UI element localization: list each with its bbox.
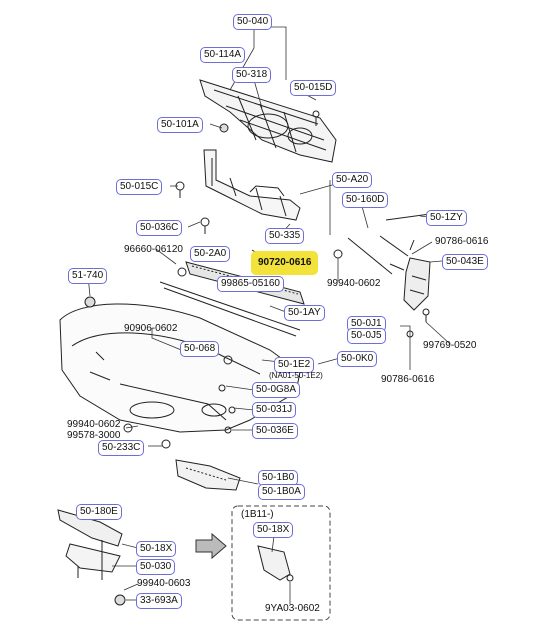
part-label-50-160d[interactable]: 50-160D — [342, 192, 389, 208]
part-label-50-030[interactable]: 50-030 — [136, 559, 176, 575]
part-label-50-114a[interactable]: 50-114A — [200, 47, 246, 63]
part-label-33-693a[interactable]: 33-693A — [136, 593, 182, 609]
part-label-50-0j5[interactable]: 50-0J5 — [347, 328, 386, 344]
part-label-50-040[interactable]: 50-040 — [233, 14, 273, 30]
part-label-99769-0520[interactable]: 99769-0520 — [423, 340, 477, 351]
bumper-bracket-drawing — [203, 149, 301, 221]
part-label-96660-06120[interactable]: 96660-06120 — [124, 244, 183, 255]
part-label-9ya03-0602[interactable]: 9YA03-0602 — [265, 603, 320, 614]
arrow-right-icon — [195, 532, 227, 560]
part-label-50-318[interactable]: 50-318 — [232, 67, 272, 83]
side-bracket-drawing — [389, 239, 431, 311]
part-label-50-036e[interactable]: 50-036E — [252, 423, 298, 439]
part-label-50-233c[interactable]: 50-233C — [98, 440, 145, 456]
part-label-50-180e[interactable]: 50-180E — [76, 504, 122, 520]
part-label-50-0k0[interactable]: 50-0K0 — [337, 351, 378, 367]
part-label-99940-0602-lower[interactable]: 99940-0602 — [67, 419, 121, 430]
part-label-90786-0616-upper[interactable]: 90786-0616 — [435, 236, 489, 247]
license-bracket-drawing — [175, 459, 241, 491]
part-label-90786-0616-lower[interactable]: 90786-0616 — [381, 374, 435, 385]
part-label-50-068[interactable]: 50-068 — [180, 341, 220, 357]
support-rods-drawing — [251, 213, 431, 275]
part-label-50-0g8a[interactable]: 50-0G8A — [252, 382, 301, 398]
part-label-99940-0603[interactable]: 99940-0603 — [137, 578, 191, 589]
part-label-50-015c[interactable]: 50-015C — [116, 179, 163, 195]
part-label-50-2a0[interactable]: 50-2A0 — [190, 246, 231, 262]
part-label-50-1b0a[interactable]: 50-1B0A — [258, 484, 305, 500]
bumper-reinforcement-drawing — [199, 79, 337, 163]
part-label-99940-0602-upper[interactable]: 99940-0602 — [327, 278, 381, 289]
tow-bracket-drawing — [57, 509, 123, 580]
part-label-50-a20[interactable]: 50-A20 — [332, 172, 373, 188]
part-label-50-1ay[interactable]: 50-1AY — [284, 305, 325, 321]
part-label-50-036c[interactable]: 50-036C — [136, 220, 183, 236]
part-label-50-18x[interactable]: 50-18X — [136, 541, 177, 557]
part-label-90720-0616-highlighted[interactable]: 90720-0616 — [251, 251, 319, 275]
part-label-50-1zy[interactable]: 50-1ZY — [426, 210, 467, 226]
part-label-51-740[interactable]: 51-740 — [68, 268, 108, 284]
part-label-na01-50-1e2: (NA01-50-1E2) — [269, 371, 323, 380]
part-label-50-101a[interactable]: 50-101A — [157, 117, 203, 133]
inset-frame — [231, 505, 331, 621]
inset-bracket-drawing — [257, 545, 294, 582]
part-label-90906-0602[interactable]: 90906-0602 — [124, 323, 178, 334]
part-label-50-031j[interactable]: 50-031J — [252, 402, 297, 418]
part-label-50-1e2[interactable]: 50-1E2 — [274, 357, 315, 373]
part-label-50-015d[interactable]: 50-015D — [290, 80, 337, 96]
part-label-99865-05160[interactable]: 99865-05160 — [217, 276, 284, 292]
fastener-icons — [84, 110, 430, 606]
part-label-1b11: (1B11-) — [241, 509, 274, 520]
part-label-50-18x-inset[interactable]: 50-18X — [253, 522, 294, 538]
part-label-99578-3000[interactable]: 99578-3000 — [67, 430, 121, 441]
part-label-50-335[interactable]: 50-335 — [265, 228, 305, 244]
part-label-50-043e[interactable]: 50-043E — [442, 254, 488, 270]
